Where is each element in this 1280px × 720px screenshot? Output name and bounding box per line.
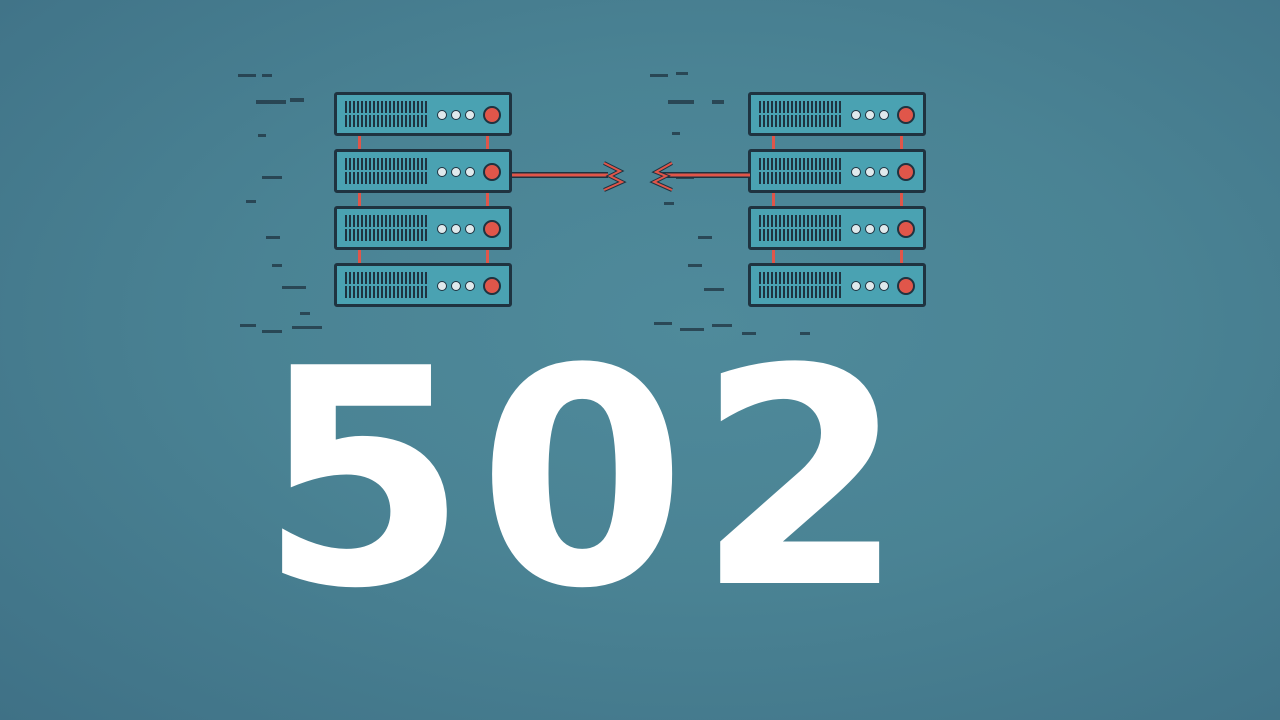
status-led xyxy=(465,110,475,120)
rack-rail xyxy=(358,132,361,272)
left-cable xyxy=(512,161,627,192)
vent-grille-icon xyxy=(345,272,429,298)
error-code: 502 xyxy=(259,305,916,654)
rack-rail xyxy=(900,132,903,272)
left-server-rack-icon xyxy=(334,92,512,308)
power-led xyxy=(483,106,501,124)
status-led xyxy=(851,110,861,120)
status-led xyxy=(437,167,447,177)
status-led xyxy=(465,281,475,291)
status-led xyxy=(865,110,875,120)
status-led xyxy=(437,281,447,291)
server-unit xyxy=(748,206,926,250)
server-unit xyxy=(748,263,926,307)
status-led xyxy=(865,167,875,177)
status-led xyxy=(851,281,861,291)
server-unit xyxy=(748,149,926,193)
power-led xyxy=(897,277,915,295)
status-led xyxy=(451,281,461,291)
right-server-rack-icon xyxy=(748,92,926,308)
power-led xyxy=(897,163,915,181)
status-led xyxy=(879,224,889,234)
rack-rail xyxy=(772,132,775,272)
status-led xyxy=(879,110,889,120)
vent-grille-icon xyxy=(759,272,843,298)
vent-grille-icon xyxy=(345,101,429,127)
status-led xyxy=(465,167,475,177)
status-led xyxy=(851,167,861,177)
vent-grille-icon xyxy=(759,215,843,241)
rack-rail xyxy=(486,132,489,272)
power-led xyxy=(483,277,501,295)
status-led xyxy=(865,281,875,291)
vent-grille-icon xyxy=(759,158,843,184)
server-unit xyxy=(748,92,926,136)
status-led xyxy=(465,224,475,234)
status-led xyxy=(451,110,461,120)
server-unit xyxy=(334,92,512,136)
vent-grille-icon xyxy=(759,101,843,127)
status-led xyxy=(437,224,447,234)
power-led xyxy=(897,106,915,124)
server-unit xyxy=(334,149,512,193)
status-led xyxy=(451,224,461,234)
status-led xyxy=(865,224,875,234)
power-led xyxy=(483,220,501,238)
right-cable xyxy=(649,161,750,192)
power-led xyxy=(483,163,501,181)
vent-grille-icon xyxy=(345,158,429,184)
status-led xyxy=(451,167,461,177)
status-led xyxy=(851,224,861,234)
power-led xyxy=(897,220,915,238)
server-unit xyxy=(334,263,512,307)
status-led xyxy=(437,110,447,120)
server-unit xyxy=(334,206,512,250)
status-led xyxy=(879,167,889,177)
vent-grille-icon xyxy=(345,215,429,241)
status-led xyxy=(879,281,889,291)
